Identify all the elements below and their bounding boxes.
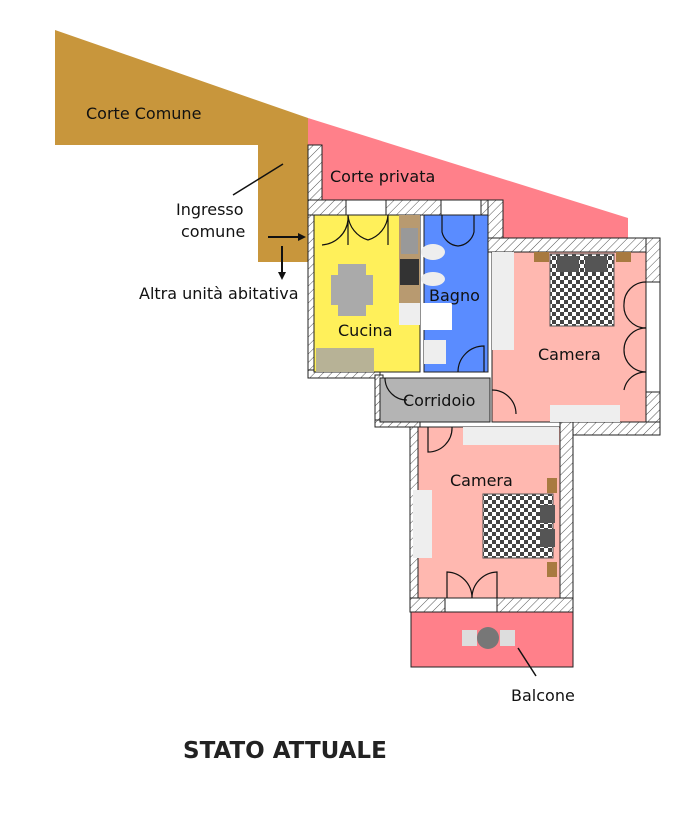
door bbox=[384, 377, 408, 401]
arrow-head-icon bbox=[298, 233, 306, 241]
door bbox=[441, 215, 485, 373]
dresser-icon bbox=[463, 427, 559, 445]
pillow-icon bbox=[557, 256, 579, 272]
toilet-icon bbox=[421, 244, 445, 260]
ingresso-label-line1: Ingresso bbox=[176, 200, 244, 219]
wall bbox=[559, 421, 661, 436]
corridoio-room bbox=[379, 377, 491, 423]
nightstand-icon bbox=[616, 252, 631, 262]
camera-label: Camera bbox=[538, 345, 601, 364]
corte-privata-label: Corte privata bbox=[330, 167, 435, 186]
dining-table-icon bbox=[331, 264, 373, 316]
corte-comune-area bbox=[55, 30, 308, 262]
corridoio-label: Corridoio bbox=[403, 391, 475, 410]
balcone-label: Balcone bbox=[511, 686, 575, 705]
nightstand-icon bbox=[547, 478, 557, 493]
table-icon bbox=[477, 627, 499, 649]
corte-privata-area bbox=[308, 118, 628, 238]
door bbox=[491, 281, 647, 415]
nightstand-icon bbox=[547, 562, 557, 577]
washbasin-icon bbox=[424, 340, 446, 364]
camera-label: Camera bbox=[450, 471, 513, 490]
wardrobe-icon bbox=[413, 490, 432, 558]
stove-icon bbox=[400, 259, 419, 285]
altra-unita-label: Altra unità abitativa bbox=[139, 284, 299, 303]
pillow-icon bbox=[585, 256, 607, 272]
nightstand-icon bbox=[534, 252, 549, 262]
dresser-icon bbox=[550, 405, 620, 422]
pillow-icon bbox=[540, 529, 555, 547]
bidet-icon bbox=[421, 272, 445, 286]
wall bbox=[559, 421, 574, 613]
plan-title: STATO ATTUALE bbox=[183, 738, 387, 764]
bed-icon bbox=[482, 493, 554, 559]
sink-icon bbox=[401, 228, 418, 254]
chair-icon bbox=[462, 630, 477, 646]
ingresso-label-line2: comune bbox=[181, 222, 245, 241]
wall bbox=[487, 237, 661, 253]
cucina-label: Cucina bbox=[338, 321, 393, 340]
wardrobe-icon bbox=[492, 252, 514, 350]
corte-comune-label: Corte Comune bbox=[86, 104, 201, 123]
window bbox=[645, 281, 661, 393]
window bbox=[440, 199, 482, 216]
chair-icon bbox=[500, 630, 515, 646]
bagno-label: Bagno bbox=[429, 286, 480, 305]
sofa-icon bbox=[316, 348, 374, 372]
window bbox=[345, 199, 387, 216]
door bbox=[427, 426, 498, 599]
door bbox=[321, 214, 389, 246]
pillow-icon bbox=[540, 505, 555, 523]
shower-icon bbox=[422, 303, 452, 330]
arrow-head-icon bbox=[278, 272, 286, 280]
ingresso-leader bbox=[232, 163, 284, 196]
balcone-leader bbox=[517, 647, 537, 677]
fridge-icon bbox=[399, 303, 420, 325]
window bbox=[444, 597, 498, 613]
